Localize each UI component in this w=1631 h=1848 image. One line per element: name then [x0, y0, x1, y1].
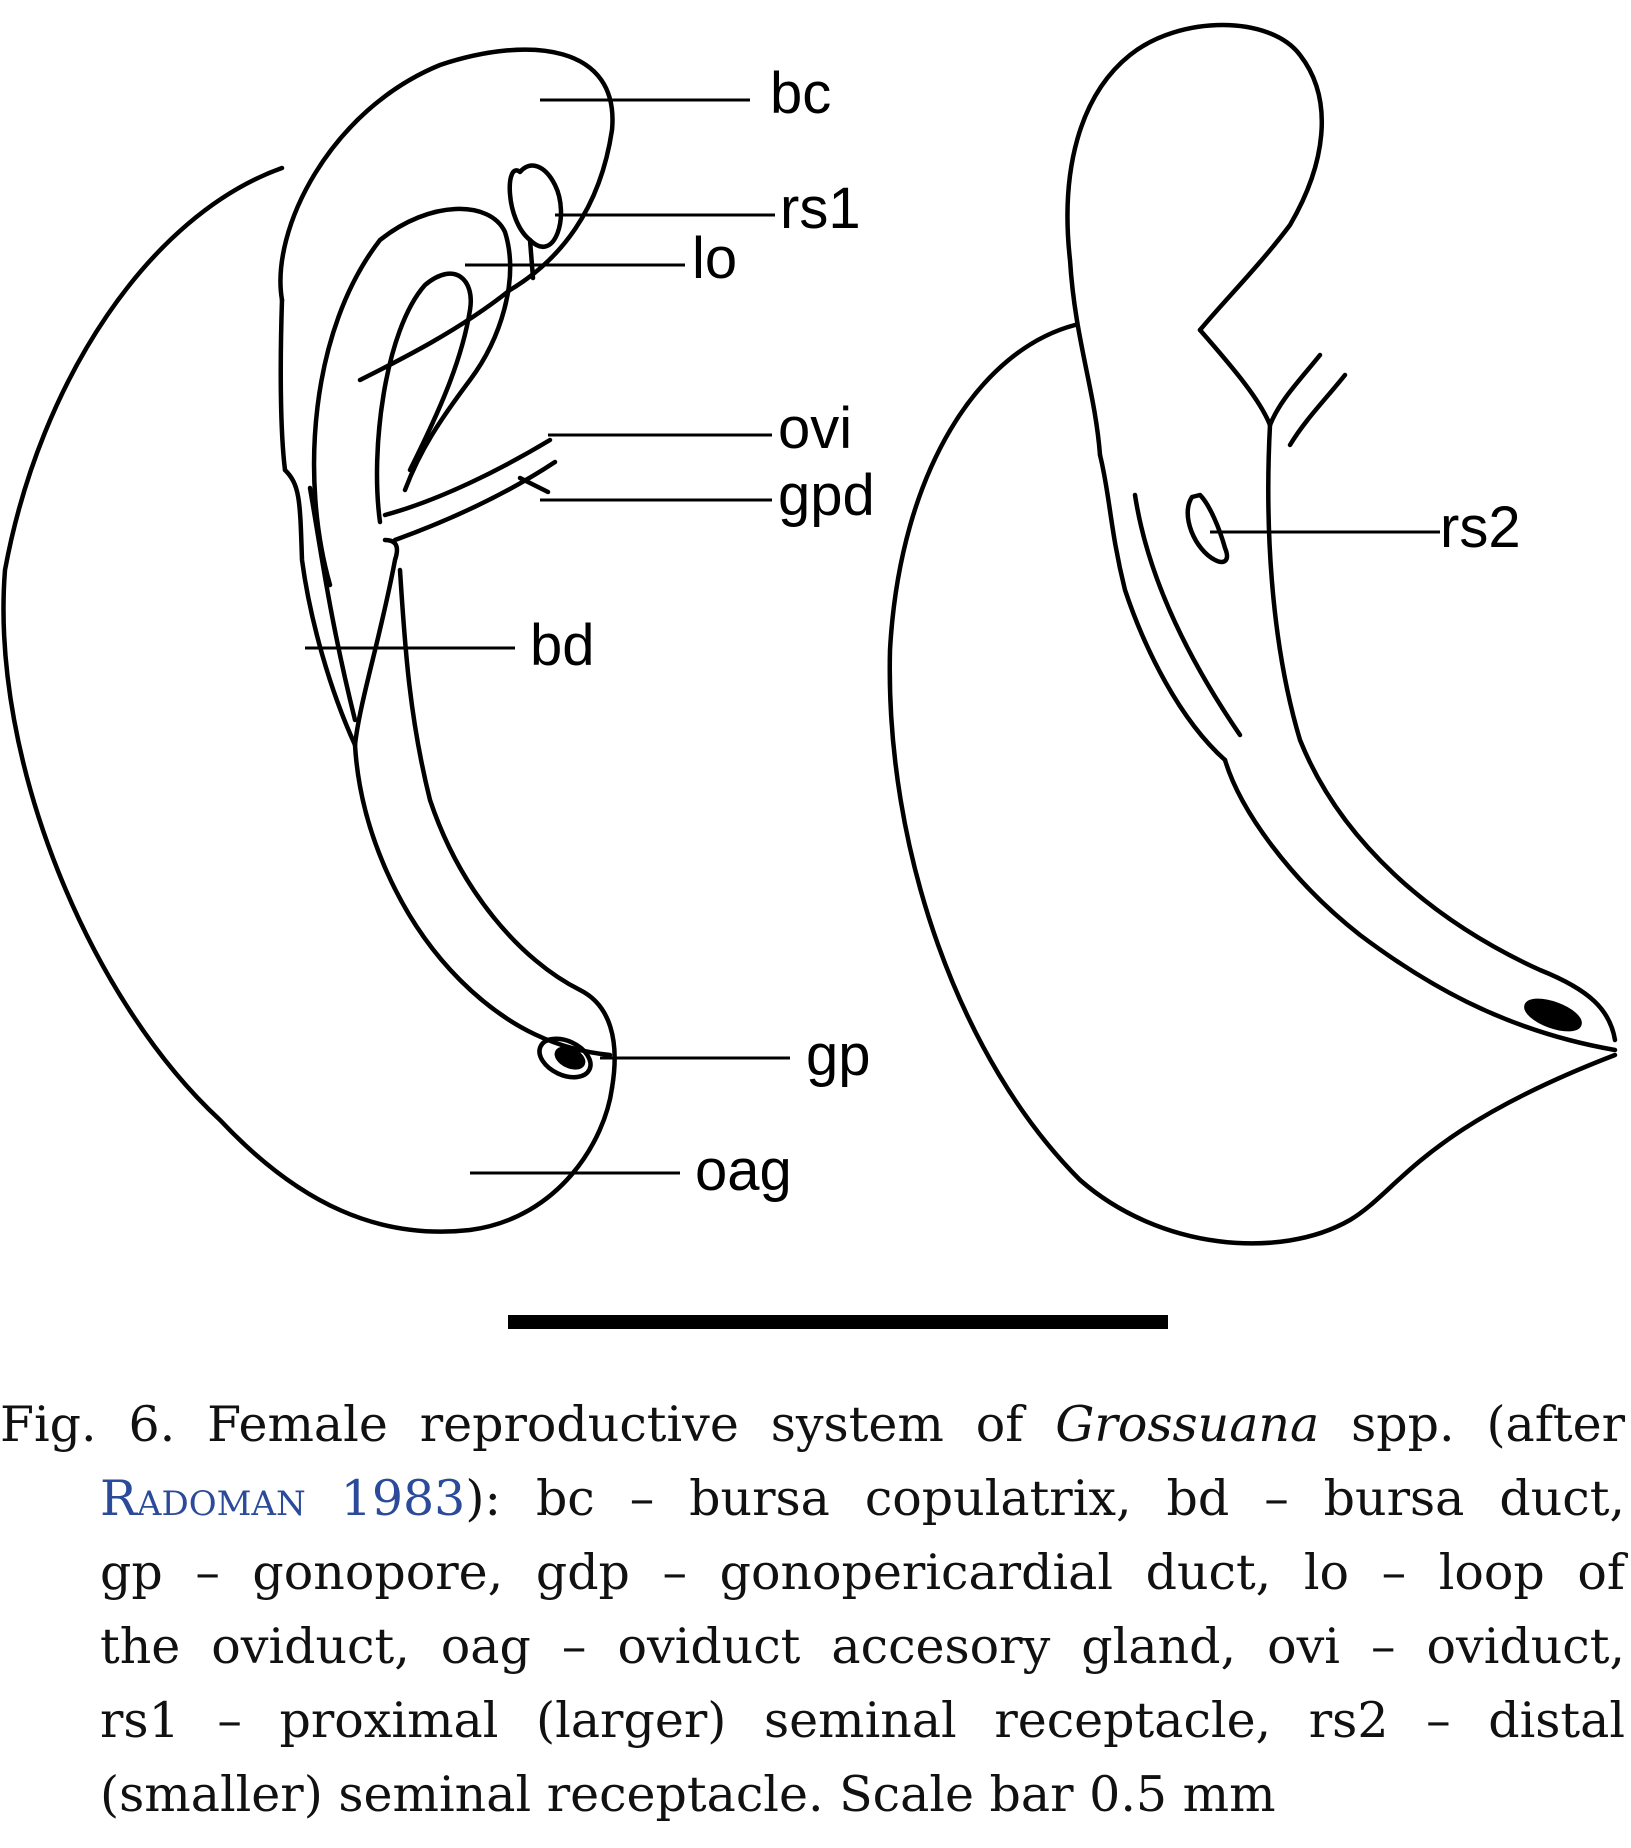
caption-line-3: gp – gonopore, gdp – gonopericardial duc…	[100, 1544, 1625, 1601]
figure-caption: Fig. 6. Female reproductive system of Gr…	[0, 1388, 1625, 1832]
left-bursa-copulatrix	[278, 47, 615, 383]
left-main-duct-left	[352, 742, 613, 1058]
right-oviduct-left	[1267, 352, 1323, 428]
left-gonopore-ring	[537, 1036, 593, 1080]
right-bursa-duct-outer	[1097, 452, 1228, 763]
label-bd: bd	[530, 613, 595, 678]
left-gonopericardial-duct	[517, 475, 551, 495]
left-oviduct-gland-outline	[1, 165, 615, 1234]
left-rs1-stalk	[527, 237, 536, 281]
left-loop-inner	[374, 271, 474, 525]
caption-line-6: (smaller) seminal receptacle. Scale bar …	[100, 1766, 1276, 1823]
right-main-duct-right	[1266, 422, 1618, 1043]
right-bursa-duct-inner	[1132, 492, 1243, 738]
scale-bar	[508, 1315, 1168, 1329]
right-oviduct-gland-outline	[887, 322, 1618, 1246]
left-oviduct-lower	[392, 459, 558, 543]
right-gonopore	[1524, 998, 1582, 1032]
right-rs2-receptacle	[1185, 492, 1230, 565]
right-bursa-copulatrix	[1065, 22, 1325, 458]
label-oag: oag	[695, 1138, 792, 1203]
label-rs1: rs1	[780, 176, 861, 241]
left-rs1-receptacle	[507, 163, 564, 249]
left-main-duct-right	[397, 567, 617, 1091]
right-main-duct-left	[1222, 757, 1618, 1053]
left-gonopore	[554, 1046, 586, 1070]
left-oviduct-upper	[382, 437, 553, 518]
label-rs2: rs2	[1440, 495, 1521, 560]
caption-line-2: Radoman 1983): bc – bursa copulatrix, bd…	[100, 1470, 1625, 1527]
left-duct-junction	[352, 537, 400, 748]
caption-line-1: Fig. 6. Female reproductive system of Gr…	[0, 1396, 1626, 1453]
left-loop-outer	[311, 206, 513, 588]
left-bursa-duct-inner	[307, 485, 358, 723]
left-bursa-duct-outer	[282, 467, 358, 748]
right-bursa-neck	[1197, 327, 1273, 428]
label-gp: gp	[806, 1023, 871, 1088]
label-bc: bc	[770, 61, 831, 126]
caption-line-4: the oviduct, oag – oviduct accesory glan…	[100, 1618, 1625, 1675]
label-lo: lo	[692, 226, 737, 291]
reproductive-system-diagram: bc rs1 lo ovi gpd bd gp oag rs2	[1, 22, 1618, 1329]
label-ovi: ovi	[778, 396, 852, 461]
label-gpd: gpd	[778, 463, 875, 528]
caption-line-5: rs1 – proximal (larger) seminal receptac…	[100, 1692, 1625, 1749]
right-oviduct-right	[1287, 372, 1348, 448]
caption-genus: Grossuana	[1055, 1396, 1320, 1453]
left-bursa-lower	[278, 297, 288, 473]
caption-author-link[interactable]: Radoman 1983	[100, 1470, 466, 1527]
